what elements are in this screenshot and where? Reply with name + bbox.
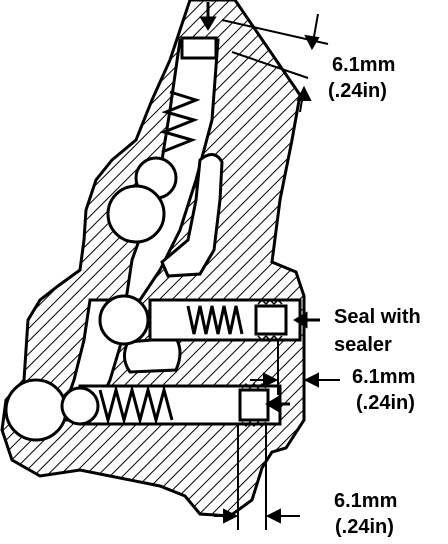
plug-top: [180, 36, 218, 60]
seal-note-line2: sealer: [334, 334, 392, 356]
plug-upper: [254, 304, 288, 336]
check-ball-middle: [98, 294, 150, 346]
middle-dimension-in-label: (.24in): [356, 392, 415, 414]
top-dimension-in-label: (.24in): [328, 80, 387, 102]
spring-upper: [186, 305, 244, 335]
arrow-seal-lower: [265, 395, 290, 413]
spring-lower: [98, 384, 174, 426]
check-ball-lower-left: [4, 378, 68, 442]
bottom-dimension-mm-label: 6.1mm: [334, 490, 398, 512]
middle-dimension-mm-label: 6.1mm: [352, 366, 416, 388]
bottom-dimension-in-label: (.24in): [335, 516, 394, 538]
check-ball-upper-left: [106, 184, 166, 244]
middle-cavity: [123, 336, 182, 374]
top-dimension-mm-label: 6.1mm: [332, 54, 396, 76]
seal-note-line1: Seal with: [334, 306, 421, 328]
dimension-middle: [250, 340, 340, 395]
check-ball-lower: [60, 386, 100, 426]
upper-cavity: [160, 153, 224, 278]
arrow-top-plug: [199, 2, 217, 31]
plug-lower: [238, 388, 270, 422]
dimension-bottom: [214, 424, 300, 530]
spring-top: [159, 90, 201, 154]
arrow-seal-upper: [293, 311, 320, 329]
plug-lower-threads: [241, 382, 267, 428]
dimension-top: [221, 13, 329, 113]
